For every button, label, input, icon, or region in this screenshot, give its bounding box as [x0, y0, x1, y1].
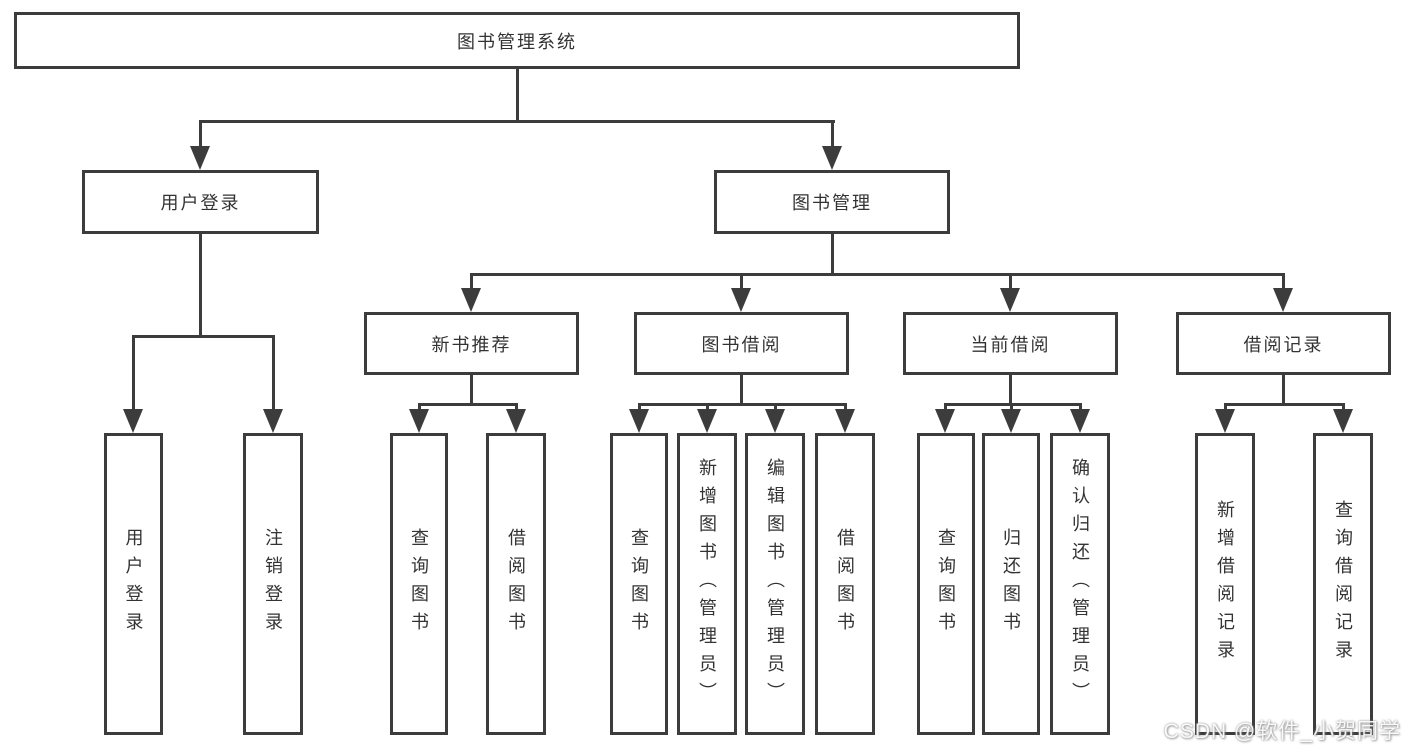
connector	[1282, 273, 1285, 291]
arrow-down-icon	[1000, 288, 1020, 312]
leaf-add-book-admin: 新增图书（管理员）	[677, 433, 737, 735]
connector	[199, 120, 202, 149]
connector	[418, 403, 421, 413]
node-user-login-label: 用户登录	[160, 193, 241, 213]
leaf-add-book-admin-label: 新增图书（管理员）	[697, 458, 717, 710]
arrow-down-icon	[765, 409, 785, 433]
arrow-down-icon	[697, 409, 717, 433]
connector	[740, 273, 743, 291]
connector	[944, 403, 947, 413]
leaf-confirm-return-admin-label: 确认归还（管理员）	[1070, 458, 1090, 710]
node-current-borrow: 当前借阅	[903, 312, 1118, 375]
leaf-user-login-label: 用户登录	[123, 528, 144, 640]
arrow-down-icon	[731, 288, 751, 312]
node-user-login: 用户登录	[82, 170, 319, 234]
connector	[1282, 375, 1285, 406]
connector	[470, 273, 473, 291]
leaf-borrow-book-label: 借阅图书	[835, 528, 855, 640]
connector	[1010, 403, 1013, 413]
connector	[1009, 375, 1012, 406]
arrow-down-icon	[190, 146, 210, 170]
leaf-query-book-recommend: 查询图书	[390, 433, 448, 735]
connector	[844, 403, 847, 413]
node-root-label: 图书管理系统	[457, 31, 577, 52]
connector	[132, 335, 135, 413]
connector	[638, 403, 641, 413]
leaf-query-book-borrow-label: 查询图书	[629, 528, 649, 640]
arrow-down-icon	[123, 409, 143, 433]
connector	[774, 403, 777, 413]
connector	[1342, 403, 1345, 413]
node-borrow-record-label: 借阅记录	[1243, 334, 1324, 355]
leaf-query-book-current-label: 查询图书	[936, 528, 956, 640]
leaf-borrow-book: 借阅图书	[815, 433, 875, 735]
connector	[199, 234, 202, 338]
arrow-down-icon	[409, 409, 429, 433]
connector	[199, 120, 835, 123]
connector	[638, 403, 847, 406]
node-book-management-label: 图书管理	[792, 193, 872, 213]
connector	[740, 375, 743, 406]
leaf-query-borrow-record: 查询借阅记录	[1313, 433, 1373, 735]
leaf-borrow-book-recommend: 借阅图书	[486, 433, 546, 735]
node-borrow-record: 借阅记录	[1176, 312, 1391, 375]
arrow-down-icon	[263, 409, 283, 433]
node-new-book-recommend-label: 新书推荐	[431, 334, 512, 355]
arrow-down-icon	[835, 409, 855, 433]
leaf-logout: 注销登录	[243, 433, 303, 735]
arrow-down-icon	[629, 409, 649, 433]
connector	[418, 403, 518, 406]
connector	[515, 403, 518, 413]
connector	[470, 273, 1285, 276]
arrow-down-icon	[935, 409, 955, 433]
arrow-down-icon	[1001, 409, 1021, 433]
leaf-query-book-recommend-label: 查询图书	[409, 528, 429, 640]
arrow-down-icon	[1333, 409, 1353, 433]
connector	[831, 120, 834, 149]
arrow-down-icon	[1273, 288, 1293, 312]
connector	[944, 403, 1082, 406]
arrow-down-icon	[1215, 409, 1235, 433]
leaf-add-borrow-record: 新增借阅记录	[1195, 433, 1255, 735]
connector	[516, 69, 519, 122]
leaf-query-borrow-record-label: 查询借阅记录	[1333, 500, 1353, 668]
leaf-query-book-borrow: 查询图书	[610, 433, 668, 735]
node-book-borrow-label: 图书借阅	[701, 334, 782, 355]
leaf-borrow-book-recommend-label: 借阅图书	[506, 528, 526, 640]
leaf-query-book-current: 查询图书	[917, 433, 975, 735]
node-current-borrow-label: 当前借阅	[970, 334, 1051, 355]
leaf-add-borrow-record-label: 新增借阅记录	[1215, 500, 1235, 668]
watermark: CSDN @软件_小贺同学	[1163, 720, 1401, 743]
connector	[470, 375, 473, 406]
connector	[706, 403, 709, 413]
node-new-book-recommend: 新书推荐	[364, 312, 579, 375]
node-book-management: 图书管理	[714, 170, 950, 234]
arrow-down-icon	[1070, 409, 1090, 433]
arrow-down-icon	[506, 409, 526, 433]
arrow-down-icon	[461, 288, 481, 312]
connector	[1009, 273, 1012, 291]
connector	[132, 335, 275, 338]
connector	[272, 335, 275, 413]
connector	[831, 234, 834, 275]
connector	[1079, 403, 1082, 413]
arrow-down-icon	[822, 146, 842, 170]
leaf-edit-book-admin: 编辑图书（管理员）	[745, 433, 805, 735]
leaf-logout-label: 注销登录	[263, 528, 283, 640]
node-book-borrow: 图书借阅	[634, 312, 849, 375]
connector	[1224, 403, 1227, 413]
node-root: 图书管理系统	[14, 12, 1020, 69]
leaf-edit-book-admin-label: 编辑图书（管理员）	[765, 458, 785, 710]
leaf-confirm-return-admin: 确认归还（管理员）	[1050, 433, 1110, 735]
leaf-return-book: 归还图书	[982, 433, 1040, 735]
leaf-return-book-label: 归还图书	[1001, 528, 1021, 640]
connector	[1224, 403, 1345, 406]
leaf-user-login: 用户登录	[104, 433, 163, 735]
